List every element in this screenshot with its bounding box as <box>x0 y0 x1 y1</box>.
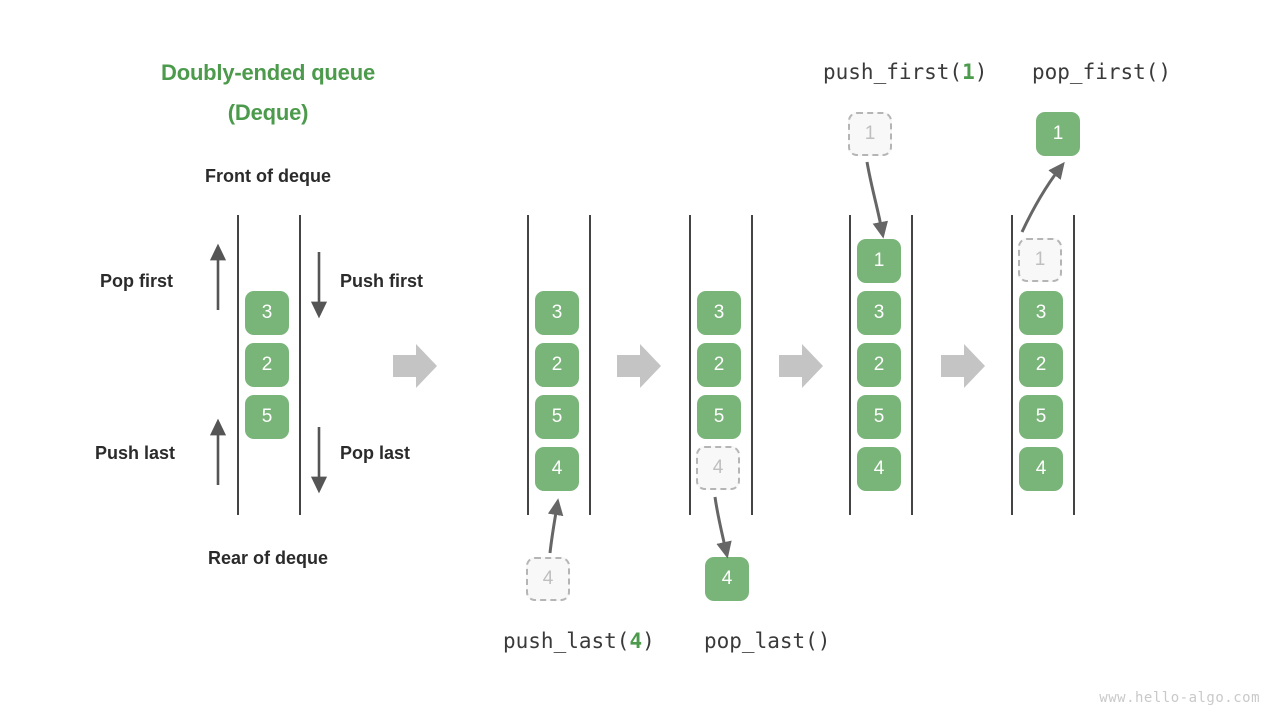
ghost-box-pop-first: 1 <box>1018 238 1062 282</box>
deque-box: 5 <box>697 395 741 439</box>
transition-arrow-3 <box>779 344 823 388</box>
deque-box: 3 <box>1019 291 1063 335</box>
ghost-box-pop-last: 4 <box>696 446 740 490</box>
push-first-label: Push first <box>340 271 424 291</box>
deque-box: 5 <box>535 395 579 439</box>
rail-left-push-first <box>849 215 851 515</box>
deque-box: 5 <box>1019 395 1063 439</box>
arrow-pop-last-motion <box>713 496 732 559</box>
rail-left-pop-first <box>1011 215 1013 515</box>
deque-box: 4 <box>857 447 901 491</box>
pop-first-operation-label: pop_first() <box>1032 60 1172 84</box>
deque-box: 2 <box>697 343 741 387</box>
arrow-push-last-motion <box>547 498 564 554</box>
deque-box: 3 <box>697 291 741 335</box>
transition-arrow-4 <box>941 344 985 388</box>
transition-arrow-1 <box>393 344 437 388</box>
rail-right-pop-first <box>1073 215 1075 515</box>
deque-box: 4 <box>1019 447 1063 491</box>
deque-box: 2 <box>857 343 901 387</box>
push-last-operation-label: push_last(4) <box>503 629 655 653</box>
push-last-op-close: ) <box>642 629 655 653</box>
transition-arrow-2 <box>617 344 661 388</box>
deque-box: 4 <box>535 447 579 491</box>
front-of-deque-label: Front of deque <box>205 166 331 186</box>
page-title-line2: (Deque) <box>227 100 309 125</box>
rail-right-push-first <box>911 215 913 515</box>
popped-box-first: 1 <box>1036 112 1080 156</box>
push-first-op-name: push_first( <box>823 60 963 84</box>
deque-box: 5 <box>245 395 289 439</box>
page-title-line1: Doubly-ended queue <box>161 60 375 85</box>
deque-box: 2 <box>1019 343 1063 387</box>
deque-box: 2 <box>535 343 579 387</box>
deque-box: 3 <box>535 291 579 335</box>
ghost-box-push-first: 1 <box>848 112 892 156</box>
rail-right-initial <box>299 215 301 515</box>
push-first-op-arg: 1 <box>962 60 975 84</box>
deque-box: 5 <box>857 395 901 439</box>
rail-left-initial <box>237 215 239 515</box>
ghost-box-push-last: 4 <box>526 557 570 601</box>
rail-right-pop-last <box>751 215 753 515</box>
deque-box: 3 <box>857 291 901 335</box>
push-last-op-name: push_last( <box>503 629 630 653</box>
push-last-op-arg: 4 <box>629 629 643 653</box>
rail-left-push-last <box>527 215 529 515</box>
deque-box: 3 <box>245 291 289 335</box>
pop-first-label: Pop first <box>100 271 174 291</box>
deque-box: 1 <box>857 239 901 283</box>
pop-last-label: Pop last <box>340 443 411 463</box>
pop-last-operation-label: pop_last() <box>704 629 831 653</box>
rail-left-pop-last <box>689 215 691 515</box>
rear-of-deque-label: Rear of deque <box>207 548 329 568</box>
watermark: www.hello-algo.com <box>1099 690 1260 706</box>
push-first-op-close: ) <box>974 60 988 84</box>
push-first-operation-label: push_first(1) <box>823 60 987 84</box>
arrow-pop-first-motion <box>1020 161 1065 233</box>
arrow-push-first-motion <box>865 161 888 239</box>
rail-right-push-last <box>589 215 591 515</box>
push-last-label: Push last <box>95 443 176 463</box>
popped-box-last: 4 <box>705 557 749 601</box>
deque-box: 2 <box>245 343 289 387</box>
